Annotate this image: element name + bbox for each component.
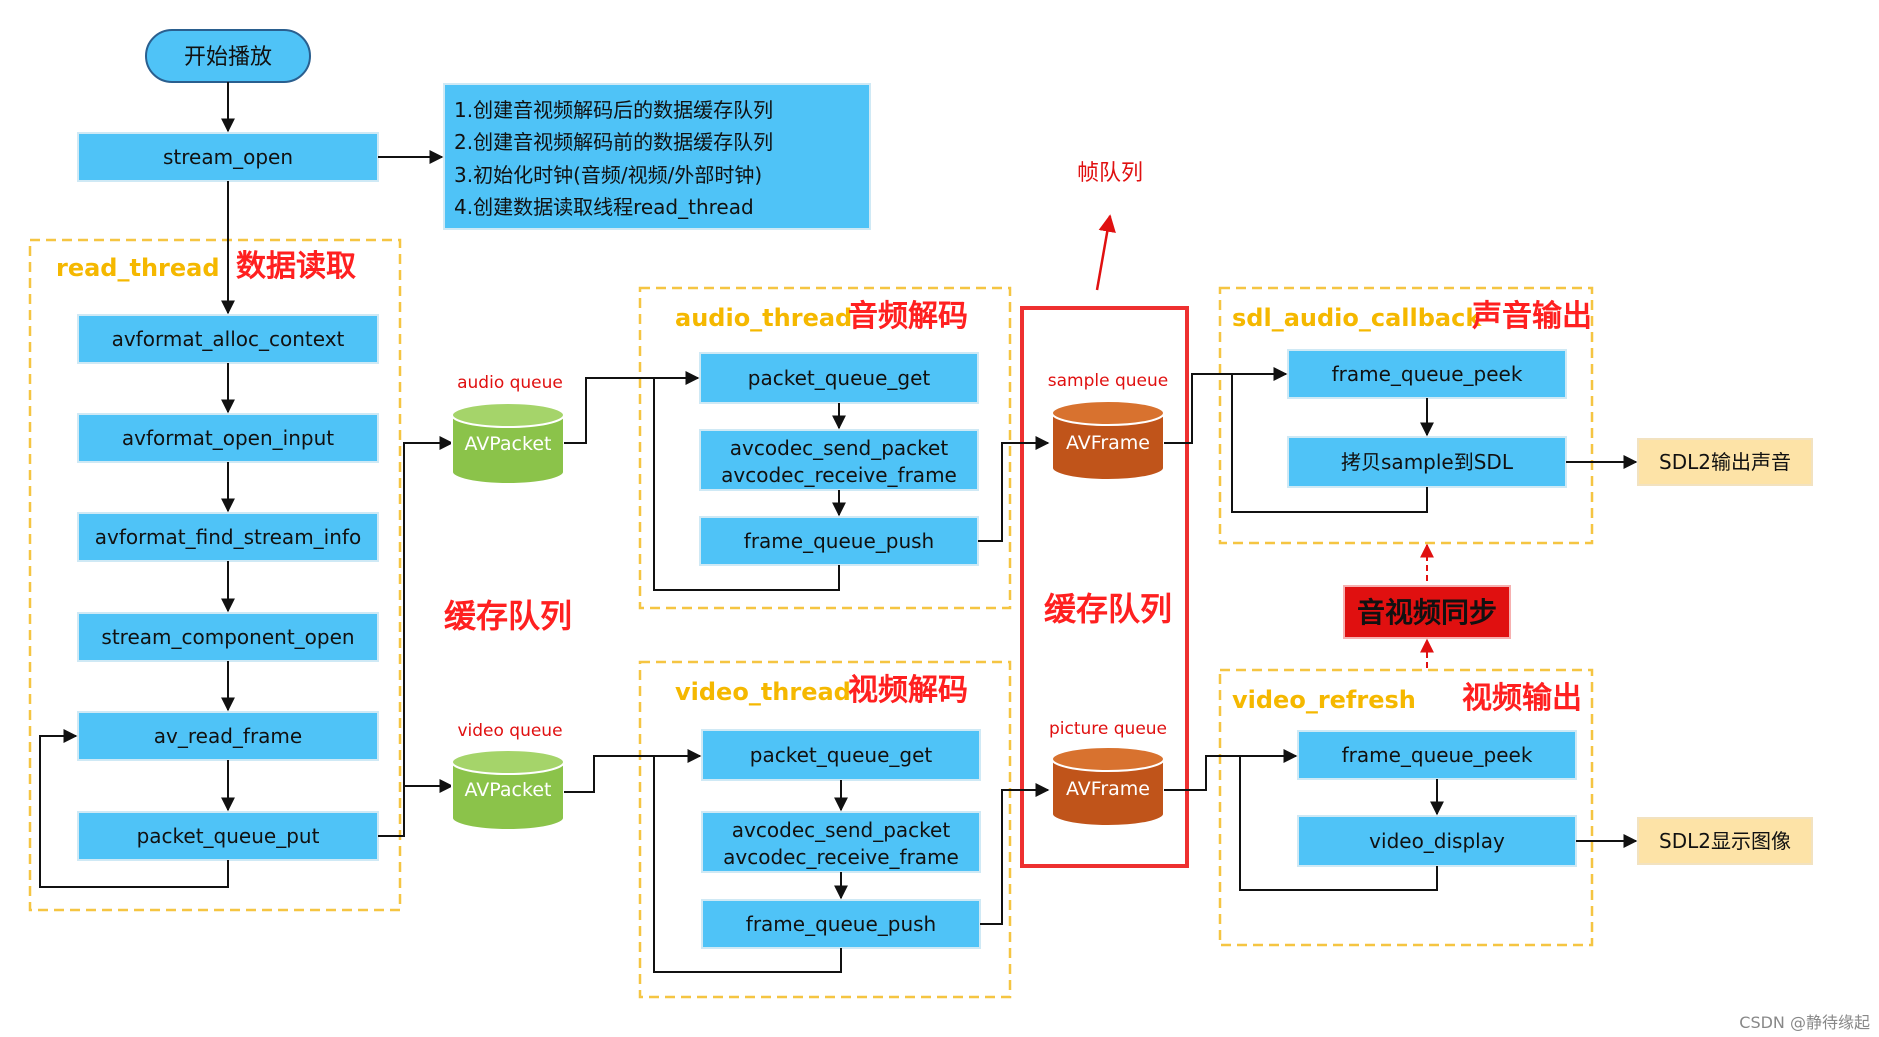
step-find-stream-info-label: avformat_find_stream_info	[95, 525, 361, 549]
note-1: 1.创建音视频解码后的数据缓存队列	[454, 98, 773, 122]
step-component-open	[77, 612, 379, 662]
audio-thread-container	[638, 286, 1012, 610]
video-receive-label: avcodec_receive_frame	[723, 845, 959, 869]
audio-send-label: avcodec_send_packet	[730, 436, 949, 460]
video-refresh-title-cn: 视频输出	[1462, 681, 1582, 716]
video-packet-get	[701, 729, 981, 781]
picture-queue-label: picture queue	[1049, 719, 1167, 739]
video-thread-title: video_thread	[675, 678, 851, 706]
arrow-picture-to-peek	[1164, 749, 1298, 791]
audio-packet-get	[699, 352, 979, 404]
audio-thread-title-cn: 音频解码	[848, 299, 968, 334]
av-sync-box	[1343, 585, 1511, 639]
step-open-input	[77, 413, 379, 463]
sdl-audio-output-box	[1637, 438, 1813, 486]
video-display-label: video_display	[1369, 829, 1505, 853]
sample-frame-label: AVFrame	[1066, 432, 1150, 454]
loop-read-back	[39, 729, 229, 888]
arrow-sample-to-peek	[1164, 367, 1288, 444]
copy-sample-label: 拷贝sample到SDL	[1341, 450, 1514, 474]
video-packet-get-label: packet_queue_get	[750, 743, 933, 767]
note-3: 3.初始化时钟(音频/视频/外部时钟)	[454, 163, 762, 187]
sdl-video-output-label: SDL2显示图像	[1659, 829, 1791, 853]
sample-queue-label: sample queue	[1048, 371, 1168, 391]
arrow-video-push-to-picture	[980, 783, 1050, 925]
audio-packet-label: AVPacket	[465, 433, 552, 455]
audio-frame-push-label: frame_queue_push	[744, 529, 934, 553]
audio-frame-peek-label: frame_queue_peek	[1332, 362, 1523, 386]
arrow-video-queue-to-get	[564, 749, 702, 793]
step-read-frame-label: av_read_frame	[154, 724, 302, 748]
audio-queue-label: audio queue	[457, 373, 563, 393]
read-thread-title: read_thread	[56, 254, 220, 282]
audio-packet-get-label: packet_queue_get	[748, 366, 931, 390]
note-4: 4.创建数据读取线程read_thread	[454, 195, 754, 219]
step-packet-put-label: packet_queue_put	[137, 824, 320, 848]
sdl-video-output-box	[1637, 817, 1813, 865]
frame-queue-pointer	[1095, 214, 1116, 291]
loop-audio-output-back	[1231, 373, 1428, 513]
step-alloc-context-label: avformat_alloc_context	[112, 327, 345, 351]
frame-queue-header: 帧队列	[1077, 161, 1143, 186]
video-frame-peek	[1297, 730, 1577, 780]
video-thread-container	[638, 660, 1012, 999]
copy-sample-box	[1287, 436, 1567, 488]
read-thread-container	[28, 238, 402, 912]
video-send-label: avcodec_send_packet	[732, 818, 951, 842]
stream-open-label: stream_open	[163, 145, 293, 169]
av-sync-label: 音视频同步	[1357, 596, 1497, 629]
video-packet-cylinder	[451, 749, 565, 831]
sdl-audio-container	[1218, 286, 1594, 545]
watermark: CSDN @静待缘起	[1739, 1013, 1870, 1032]
step-open-input-label: avformat_open_input	[122, 426, 334, 450]
arrow-put-to-audio-queue	[378, 436, 454, 837]
audio-packet-cylinder	[451, 402, 565, 485]
video-queue-label: video queue	[457, 721, 562, 741]
notes-box	[443, 83, 871, 230]
step-component-open-label: stream_component_open	[101, 625, 354, 649]
note-2: 2.创建音视频解码前的数据缓存队列	[454, 130, 773, 154]
video-refresh-container	[1218, 668, 1594, 947]
sdl-audio-title: sdl_audio_callback	[1232, 304, 1482, 332]
audio-frame-push	[699, 516, 979, 566]
frame-queue-caption: 缓存队列	[1044, 590, 1172, 628]
video-packet-label: AVPacket	[465, 779, 552, 801]
picture-frame-cylinder	[1051, 746, 1165, 827]
video-frame-push-label: frame_queue_push	[746, 912, 936, 936]
loop-video-back	[653, 755, 842, 973]
sdl-audio-title-cn: 声音输出	[1472, 299, 1592, 334]
sdl-audio-output-label: SDL2输出声音	[1659, 450, 1791, 474]
audio-send-receive	[699, 429, 979, 491]
read-thread-title-cn: 数据读取	[236, 249, 356, 284]
sample-frame-cylinder	[1051, 400, 1165, 481]
loop-audio-back	[653, 377, 840, 591]
video-thread-title-cn: 视频解码	[848, 673, 968, 708]
video-refresh-title: video_refresh	[1232, 686, 1416, 714]
frame-queue-outline	[1020, 306, 1189, 868]
arrow-audio-push-to-sample	[978, 436, 1050, 542]
step-packet-put	[77, 811, 379, 861]
step-find-stream-info	[77, 512, 379, 562]
step-read-frame	[77, 711, 379, 761]
step-alloc-context	[77, 314, 379, 364]
arrow-audio-queue-to-get	[564, 371, 700, 444]
packet-queue-caption: 缓存队列	[444, 597, 572, 635]
read-steps: avformat_alloc_context avformat_open_inp…	[77, 314, 379, 861]
loop-video-output-back	[1239, 755, 1438, 891]
audio-receive-label: avcodec_receive_frame	[721, 463, 957, 487]
video-frame-peek-label: frame_queue_peek	[1342, 743, 1533, 767]
audio-frame-peek	[1287, 349, 1567, 399]
picture-frame-label: AVFrame	[1066, 778, 1150, 800]
start-label: 开始播放	[184, 45, 272, 70]
audio-thread-title: audio_thread	[675, 304, 852, 332]
